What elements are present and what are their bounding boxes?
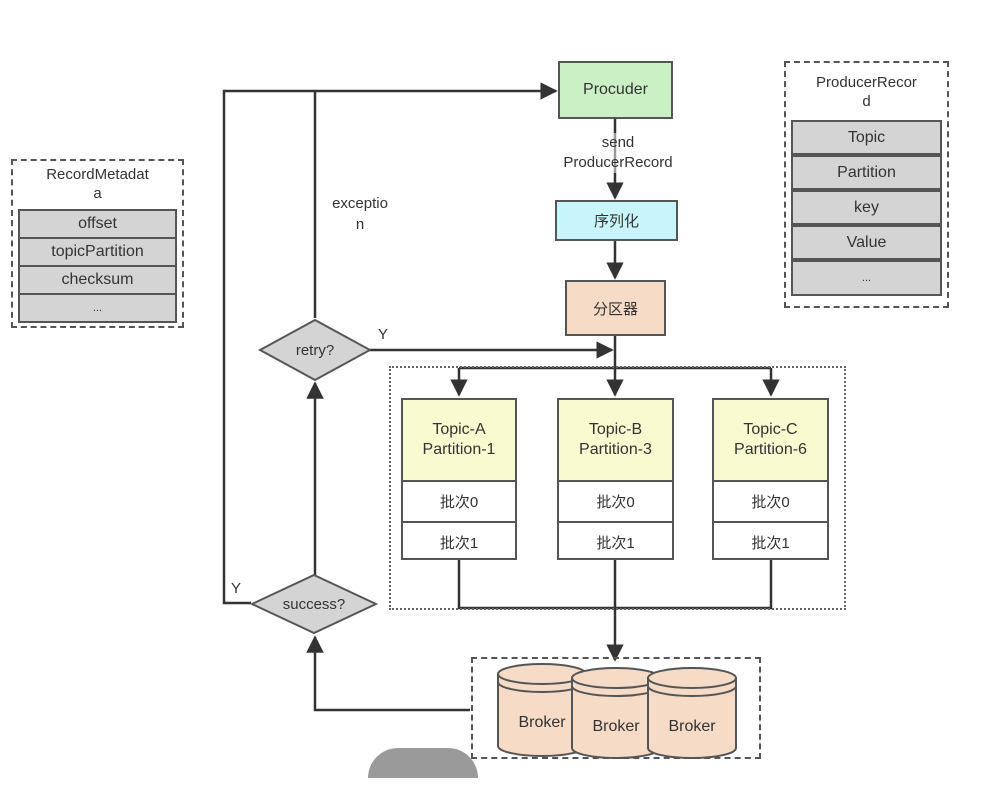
field-checksum: checksum <box>18 265 177 295</box>
field-value: Value <box>791 225 942 260</box>
topic-b-header: Topic-B Partition-3 <box>559 400 672 482</box>
send-label-line1: send <box>601 134 635 151</box>
field-offset: offset <box>18 209 177 239</box>
topic-a-batch-1: 批次1 <box>439 535 479 552</box>
producer-record-title: ProducerRecor d <box>816 74 917 110</box>
topic-b-name: Topic-B <box>588 421 643 438</box>
broker-1-label: Broker <box>518 714 566 731</box>
exception-label: exceptio n <box>320 193 400 235</box>
topic-a-header: Topic-A Partition-1 <box>403 400 515 482</box>
topic-a-name: Topic-A <box>432 421 486 438</box>
bottom-edge-shape <box>368 748 478 778</box>
retry-label: retry? <box>295 341 335 359</box>
broker-2-cylinder <box>571 667 661 759</box>
topic-a-batch-0: 批次0 <box>403 482 515 523</box>
retry-diamond <box>258 318 372 382</box>
broker-cylinders <box>497 663 737 759</box>
arrow-brokers-to-success <box>306 635 470 712</box>
producer-label: Procuder <box>583 81 648 98</box>
topic-b-batch-1: 批次1 <box>596 535 635 552</box>
topic-c-batch-0: 批次0 <box>714 482 827 523</box>
partitioner-node: 分区器 <box>565 280 666 336</box>
topic-c-name: Topic-C <box>743 421 798 438</box>
topic-b-batch-0: 批次0 <box>559 482 672 523</box>
topic-c-batch-1: 批次1 <box>751 535 790 552</box>
field-partition: Partition <box>791 155 942 190</box>
field-key: key <box>791 190 942 225</box>
exception-label-line1: exceptio <box>332 195 388 212</box>
record-metadata-title: RecordMetadat a <box>46 166 149 202</box>
partitioner-label: 分区器 <box>592 300 638 318</box>
topic-c-partition: Partition-6 <box>734 441 807 458</box>
broker-3-label: Broker <box>668 718 716 735</box>
broker-3-cylinder <box>647 667 737 759</box>
field-more: ... <box>18 293 177 323</box>
serializer-node: 序列化 <box>555 200 678 241</box>
topic-c-header: Topic-C Partition-6 <box>714 400 827 482</box>
serializer-label: 序列化 <box>593 213 639 230</box>
topic-partition-b: Topic-B Partition-3 批次0 批次1 <box>557 398 674 560</box>
record-metadata-panel: RecordMetadat a offset topicPartition ch… <box>11 159 184 328</box>
topic-partition-a: Topic-A Partition-1 批次0 批次1 <box>401 398 517 560</box>
retry-yes-label: Y <box>378 326 389 343</box>
producer-record-panel: ProducerRecor d Topic Partition key Valu… <box>784 61 949 308</box>
send-label-line2: ProducerRecord <box>563 154 673 171</box>
broker-1-cylinder <box>497 663 587 757</box>
success-label: success? <box>282 595 346 613</box>
exception-label-line2: n <box>355 216 365 233</box>
success-yes-label: Y <box>231 580 242 597</box>
partitions-container <box>389 366 846 610</box>
topic-partition-c: Topic-C Partition-6 批次0 批次1 <box>712 398 829 560</box>
field-topic-partition: topicPartition <box>18 237 177 267</box>
topic-b-partition: Partition-3 <box>579 441 652 458</box>
broker-2-label: Broker <box>592 718 640 735</box>
field-more: ... <box>791 260 942 296</box>
line-success-yes <box>222 89 315 605</box>
send-label: send ProducerRecord <box>548 133 688 173</box>
topic-a-partition: Partition-1 <box>422 441 496 458</box>
field-topic: Topic <box>791 120 942 155</box>
producer-node: Procuder <box>558 61 673 119</box>
success-diamond <box>250 573 378 635</box>
